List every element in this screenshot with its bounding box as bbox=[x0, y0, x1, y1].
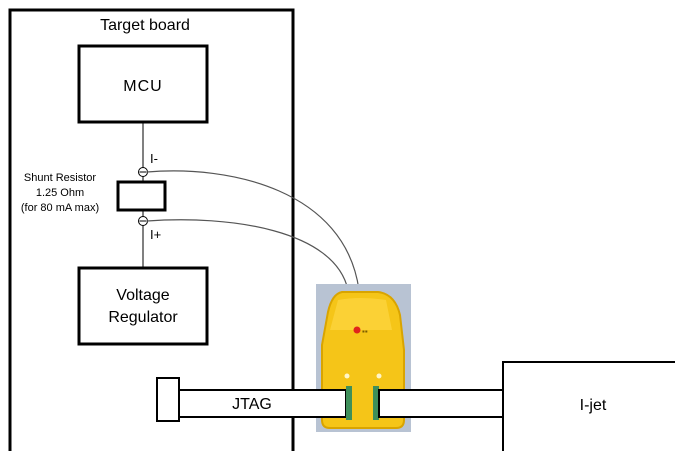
shunt-label-line2: 1.25 Ohm bbox=[36, 187, 84, 199]
probe-led-right-icon bbox=[376, 373, 382, 379]
shunt-label-line3: (for 80 mA max) bbox=[21, 202, 99, 214]
terminal-plus-label: I+ bbox=[150, 227, 161, 242]
shunt-resistor bbox=[116, 180, 167, 212]
mcu-label: MCU bbox=[123, 78, 162, 95]
voltage-regulator-box bbox=[77, 266, 209, 346]
jtag-cable bbox=[178, 389, 347, 418]
probe-logo-text: ▪▪ bbox=[362, 327, 368, 336]
measurement-wire-minus bbox=[146, 170, 360, 291]
voltage-regulator-label-line2: Regulator bbox=[108, 309, 178, 326]
voltage-regulator-label-line1: Voltage bbox=[116, 287, 169, 304]
probe-highlight bbox=[330, 298, 392, 330]
ijet-cable-plug-green bbox=[373, 386, 379, 420]
ijet-cable bbox=[378, 389, 504, 418]
probe-led-left-icon bbox=[344, 373, 350, 379]
target-board-title: Target board bbox=[100, 17, 190, 34]
terminal-minus-label: I- bbox=[150, 151, 158, 166]
target-board-outline bbox=[8, 8, 295, 451]
jtag-cable-plug-green bbox=[346, 386, 352, 420]
ijet-label: I-jet bbox=[580, 397, 607, 414]
jtag-label: JTAG bbox=[232, 396, 272, 413]
probe-logo-dot-icon bbox=[353, 326, 361, 334]
measurement-wire-plus bbox=[146, 219, 349, 291]
shunt-label-line1: Shunt Resistor bbox=[24, 172, 96, 184]
ijet-box bbox=[502, 361, 675, 451]
jtag-connector bbox=[156, 377, 180, 422]
